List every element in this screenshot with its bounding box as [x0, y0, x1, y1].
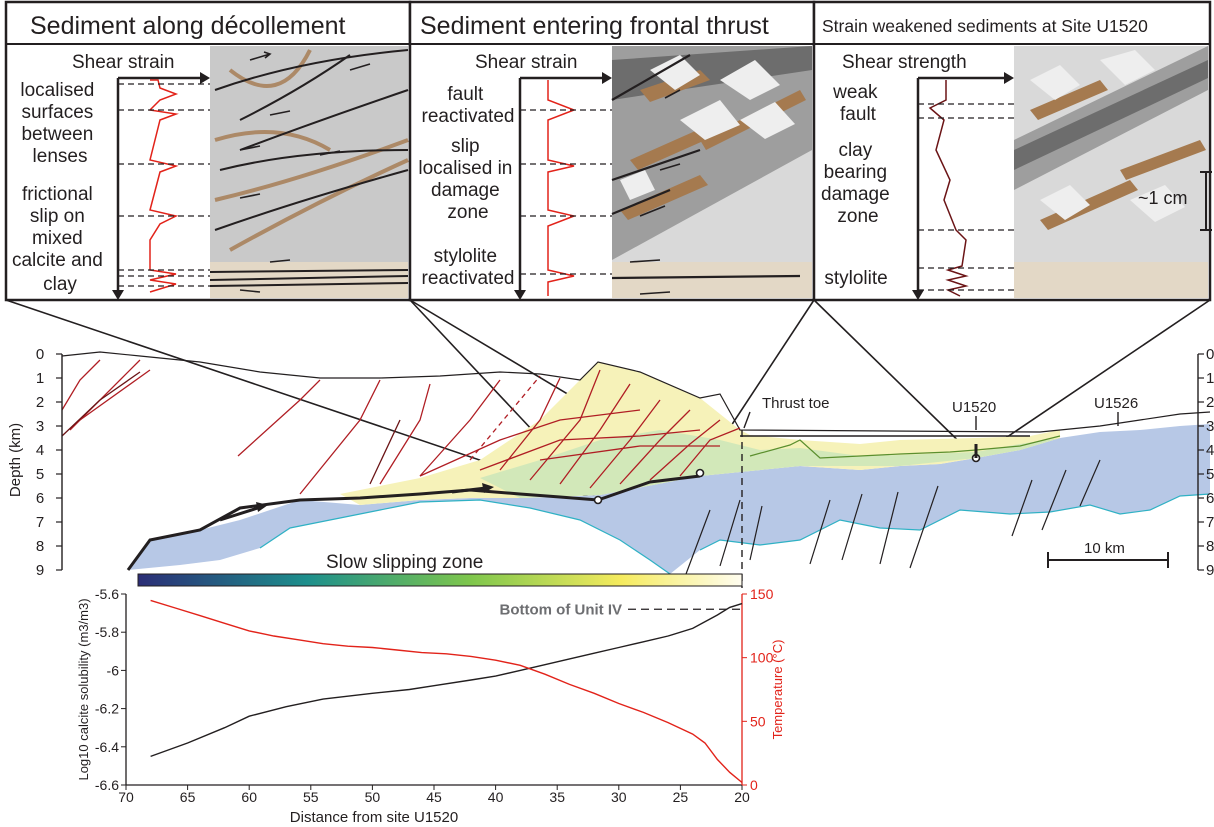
scale-bar-label: ~1 cm	[1138, 188, 1188, 208]
tick-label: 1	[36, 370, 44, 387]
annotation-text: stylolite	[824, 268, 887, 289]
solubility-line	[150, 602, 743, 758]
slow-zone-colorbar	[137, 573, 743, 587]
y-axis-label-right: Temperature (°C)	[770, 640, 785, 740]
section-scale-bar	[1047, 552, 1169, 568]
basement	[128, 424, 1210, 574]
temperature-line	[150, 599, 743, 784]
tick-label: 9	[1206, 562, 1214, 579]
tick-label: 3	[1206, 418, 1214, 435]
depth-axis-right: 0 1 2 3 4 5 6 7 8 9	[1197, 346, 1214, 579]
panel-site-u1520: Strain weakened sediments at Site U1520 …	[812, 0, 1212, 302]
y-tick-label: -6.4	[95, 739, 119, 755]
seafloor	[61, 351, 1211, 433]
y2-tick-label: 100	[750, 650, 774, 666]
annotation-text: localised surfaces between lenses	[20, 80, 99, 167]
y-tick-label: -5.8	[95, 624, 119, 640]
annotation-text: stylolite reactivated	[422, 246, 515, 289]
tick-label: 2	[36, 394, 44, 411]
panel-title: Sediment along décollement	[30, 12, 346, 40]
y-axis-label-left: Log10 calcite solubility (m3/m3)	[76, 598, 91, 780]
solubility-chart: 70 65 60 55 50 45 40 35 30 25 20 -5.6 -5.8 -6 -6.2 -6.4…	[76, 586, 785, 826]
tick-label: 5	[36, 466, 44, 483]
tick-label: 2	[1206, 394, 1214, 411]
annotation-text: weak fault	[832, 82, 883, 125]
x-tick-label: 25	[673, 789, 689, 805]
x-tick-label: 70	[118, 789, 134, 805]
tick-label: 0	[1206, 346, 1214, 363]
depth-axis-label: Depth (km)	[7, 423, 24, 497]
strength-profile	[928, 80, 969, 297]
annotation-text: clay bearing damage zone	[821, 140, 895, 227]
y-tick-label: -6	[107, 662, 120, 678]
x-tick-label: 50	[365, 789, 381, 805]
panel-decollement: Sediment along décollement Shear strain	[4, 0, 412, 302]
x-tick-label: 20	[734, 789, 750, 805]
tick-label: 6	[36, 490, 44, 507]
annotation-text: frictional slip on mixed calcite and cla…	[12, 184, 108, 295]
x-axis-label: Distance from site U1520	[290, 809, 458, 826]
annotation-text: slip localised in damage zone	[418, 136, 517, 223]
x-tick-label: 60	[241, 789, 257, 805]
profile-label: Shear strain	[72, 52, 174, 73]
section-scale-label: 10 km	[1084, 540, 1125, 557]
x-tick-label: 55	[303, 789, 319, 805]
panel-title: Sediment entering frontal thrust	[420, 12, 769, 40]
strain-profile	[148, 79, 179, 293]
tick-label: 3	[36, 418, 44, 435]
y-tick-label: -6.6	[95, 777, 119, 793]
tick-label: 8	[36, 538, 44, 555]
strain-profile	[547, 80, 577, 296]
slow-zone-label: Slow slipping zone	[326, 552, 483, 573]
scale-bar	[1200, 171, 1212, 231]
thrust-toe-label: Thrust toe	[762, 395, 830, 412]
tick-label: 0	[36, 346, 44, 363]
panel-frontal-thrust: Sediment entering frontal thrust Shear s…	[408, 0, 816, 302]
unit-iv-label: Bottom of Unit IV	[500, 601, 622, 618]
site-label-u1526: U1526	[1094, 395, 1138, 412]
y2-tick-label: 50	[750, 713, 766, 729]
x-tick-label: 30	[611, 789, 627, 805]
tick-label: 4	[1206, 442, 1214, 459]
depth-axis-left: 0 1 2 3 4 5 6 7 8 9	[36, 346, 63, 579]
inset-panels: Sediment along décollement Shear strain	[4, 0, 1212, 302]
y-tick-label: -6.2	[95, 701, 119, 717]
tick-label: 1	[1206, 370, 1214, 387]
y-tick-label: -5.6	[95, 586, 119, 602]
tick-label: 7	[1206, 514, 1214, 531]
profile-label: Shear strain	[475, 52, 577, 73]
site-label-u1520: U1520	[952, 399, 996, 416]
tick-label: 6	[1206, 490, 1214, 507]
x-tick-label: 40	[488, 789, 504, 805]
x-tick-label: 65	[180, 789, 196, 805]
y2-tick-label: 0	[750, 777, 758, 793]
cross-section: Thrust toe U1520 U1526 10 km Slow slippi…	[5, 299, 1214, 588]
tick-label: 8	[1206, 538, 1214, 555]
tick-label: 7	[36, 514, 44, 531]
x-tick-label: 45	[426, 789, 442, 805]
decollement	[126, 474, 701, 571]
x-tick-label: 35	[549, 789, 565, 805]
normal-faults	[685, 459, 1101, 575]
profile-label: Shear strength	[842, 52, 967, 73]
tick-label: 9	[36, 562, 44, 579]
y2-tick-label: 150	[750, 586, 774, 602]
tick-label: 5	[1206, 466, 1214, 483]
panel-title: Strain weakened sediments at Site U1520	[822, 16, 1148, 36]
annotation-text: fault reactivated	[422, 84, 515, 127]
tick-label: 4	[36, 442, 44, 459]
